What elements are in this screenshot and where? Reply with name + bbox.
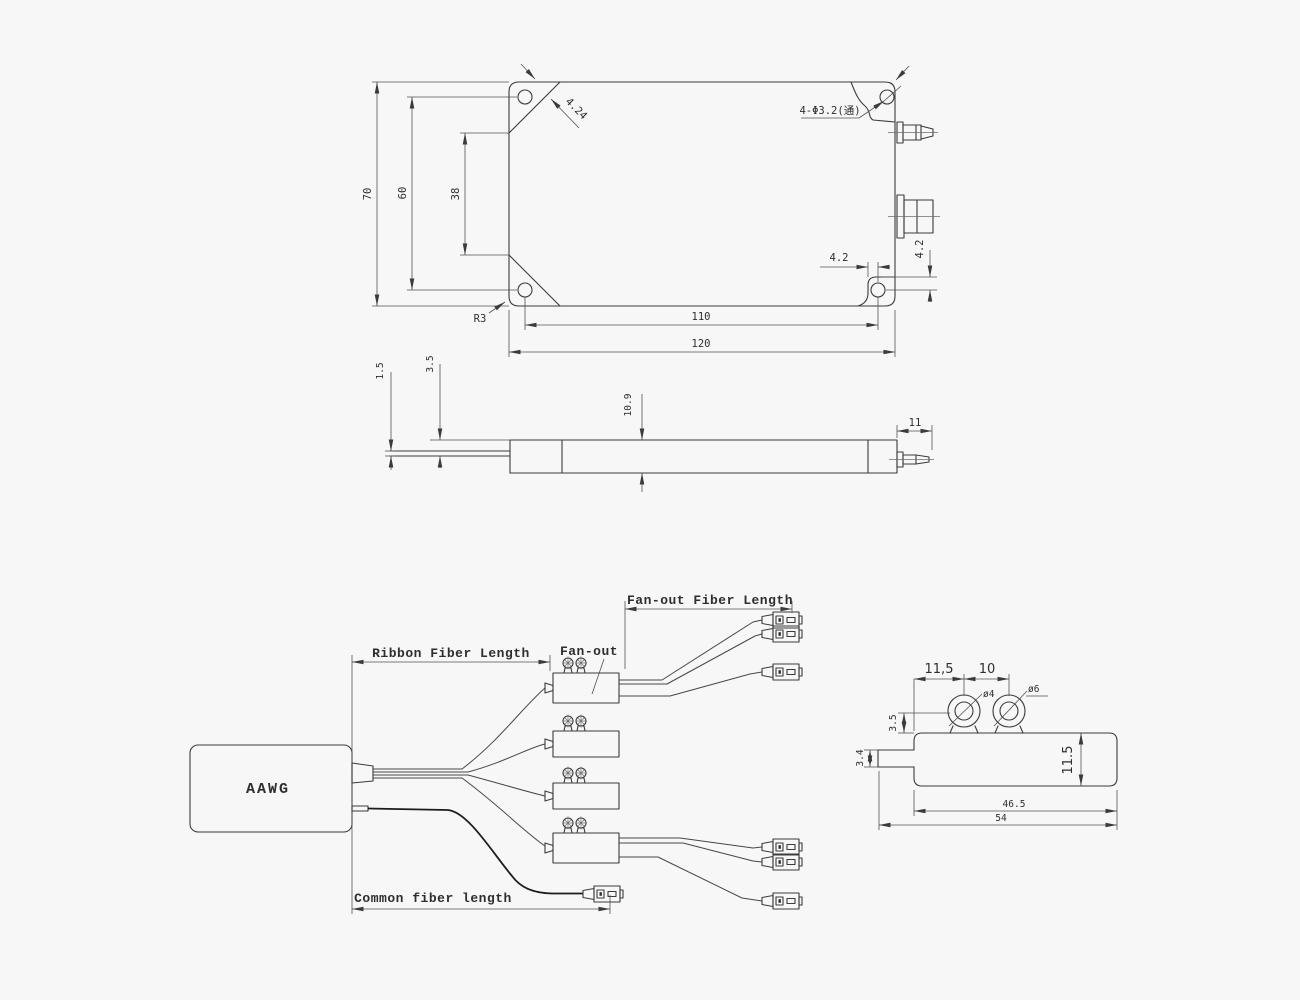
dim-label-3-5-detail: 3.5	[888, 714, 899, 731]
fanout-box-1	[544, 655, 620, 704]
dim-60: 60	[397, 96, 517, 291]
dim-label-54: 54	[995, 813, 1007, 824]
radius-label-r3: R3	[474, 313, 487, 325]
dim-label-4-2-v: 4.2	[914, 240, 926, 259]
dim-label-38: 38	[450, 188, 462, 201]
dim-11-5-left: 11,5	[913, 662, 965, 731]
ribbon-fiber-length-label: Ribbon Fiber Length	[372, 646, 530, 661]
fanout-output-fibers	[619, 619, 763, 902]
dim-label-1-5: 1.5	[375, 362, 386, 379]
aawg-label: AAWG	[246, 781, 290, 798]
fiber-diagram: AAWG	[189, 593, 803, 914]
dim-10: 10	[964, 662, 1010, 696]
dim-4-2-horizontal: 4.2	[820, 252, 890, 282]
left-tab	[877, 749, 915, 768]
fanout-box-3	[544, 765, 620, 810]
top-view: 70 60 38 4.24 4-Φ3.2(通)	[362, 63, 940, 357]
mounting-hole	[870, 282, 886, 298]
common-fiber-length-label: Common fiber length	[354, 891, 512, 906]
dim-label-10: 10	[979, 662, 996, 677]
mounting-hole	[517, 89, 533, 105]
dim-label-120: 120	[692, 338, 711, 350]
dim-3-4: 3.4	[855, 749, 878, 768]
ribbon-exit-boot	[351, 762, 374, 784]
screw-icon	[562, 815, 574, 834]
callout-hole-6: ø6	[993, 684, 1048, 727]
dim-70: 70	[362, 81, 509, 307]
side-body	[389, 439, 898, 474]
dim-10-9: 10.9	[623, 393, 645, 492]
callout-hole-4: ø4	[948, 689, 995, 727]
dim-label-3-4: 3.4	[855, 749, 866, 766]
sc-connector	[761, 853, 803, 871]
boss-hole	[954, 701, 974, 721]
screw-icon	[575, 765, 587, 784]
screw-icon	[562, 713, 574, 732]
dim-ribbon-fiber-length: Ribbon Fiber Length	[352, 646, 551, 671]
dim-label-11-5-right: 11.5	[1061, 746, 1076, 775]
note-mounting-holes: 4-Φ3.2(通)	[799, 65, 910, 119]
ribbon-fibers	[373, 687, 546, 847]
hole-note-label: 4-Φ3.2(通)	[799, 105, 860, 117]
dim-11: 11	[896, 417, 933, 450]
dim-chamfer-4-24: 4.24	[520, 63, 589, 129]
side-view: 1.5 3.5 10.9 11	[375, 355, 934, 492]
dim-fanout-fiber-length: Fan-out Fiber Length	[624, 593, 793, 669]
dim-54: 54	[878, 771, 1117, 830]
common-fiber	[351, 805, 583, 895]
detail-view: ø4 ø6 11,5 10 3.5 3.4	[855, 662, 1118, 830]
dim-120: 120	[508, 310, 896, 357]
dim-label-d6: ø6	[1028, 684, 1040, 695]
dim-46-5: 46.5	[913, 790, 1118, 830]
dim-label-d4: ø4	[983, 689, 995, 700]
dim-label-4-2-h: 4.2	[830, 252, 849, 264]
dim-3-5: 3.5	[425, 355, 443, 468]
dim-4-2-vertical: 4.2	[882, 240, 937, 302]
screw-icon	[575, 713, 587, 732]
mounting-hole	[517, 282, 533, 298]
fanout-label: Fan-out	[560, 644, 618, 659]
fanout-callout: Fan-out	[560, 644, 618, 695]
dim-label-4-24: 4.24	[563, 96, 589, 122]
dim-label-10-9: 10.9	[623, 393, 634, 416]
sc-connector	[761, 663, 803, 681]
dim-common-fiber-length: Common fiber length	[352, 891, 611, 914]
bottom-right-notch	[857, 276, 896, 307]
dim-label-60: 60	[397, 187, 409, 200]
fanout-box-4	[544, 815, 620, 864]
dim-label-70: 70	[362, 188, 374, 201]
chamfer-top-left	[508, 81, 561, 134]
dim-38: 38	[450, 132, 509, 256]
dim-label-11: 11	[909, 417, 922, 429]
mounting-hole	[879, 89, 895, 105]
sc-connector	[761, 892, 803, 910]
boss-hole	[999, 701, 1019, 721]
dim-label-110: 110	[692, 311, 711, 323]
fanout-fiber-length-label: Fan-out Fiber Length	[627, 593, 793, 608]
fiber-port-small	[888, 121, 938, 144]
dim-3-5-detail: 3.5	[888, 712, 950, 734]
dim-11-5-right: 11.5	[1061, 733, 1084, 786]
screw-icon	[575, 815, 587, 834]
dim-110: 110	[524, 297, 879, 330]
screw-icon	[562, 765, 574, 784]
dim-1-5: 1.5	[375, 362, 395, 470]
dim-label-11-5-top: 11,5	[925, 662, 954, 677]
top-right-notch	[850, 81, 896, 123]
dim-label-3-5: 3.5	[425, 355, 436, 372]
note-corner-radius: R3	[474, 301, 506, 325]
fanout-box-2	[544, 713, 620, 758]
fiber-port-large	[888, 194, 940, 239]
sc-connector-common	[582, 885, 624, 903]
chamfer-bottom-left	[508, 254, 561, 307]
side-connector	[889, 451, 934, 468]
sc-connector	[761, 838, 803, 856]
dim-label-46-5: 46.5	[1003, 799, 1026, 810]
